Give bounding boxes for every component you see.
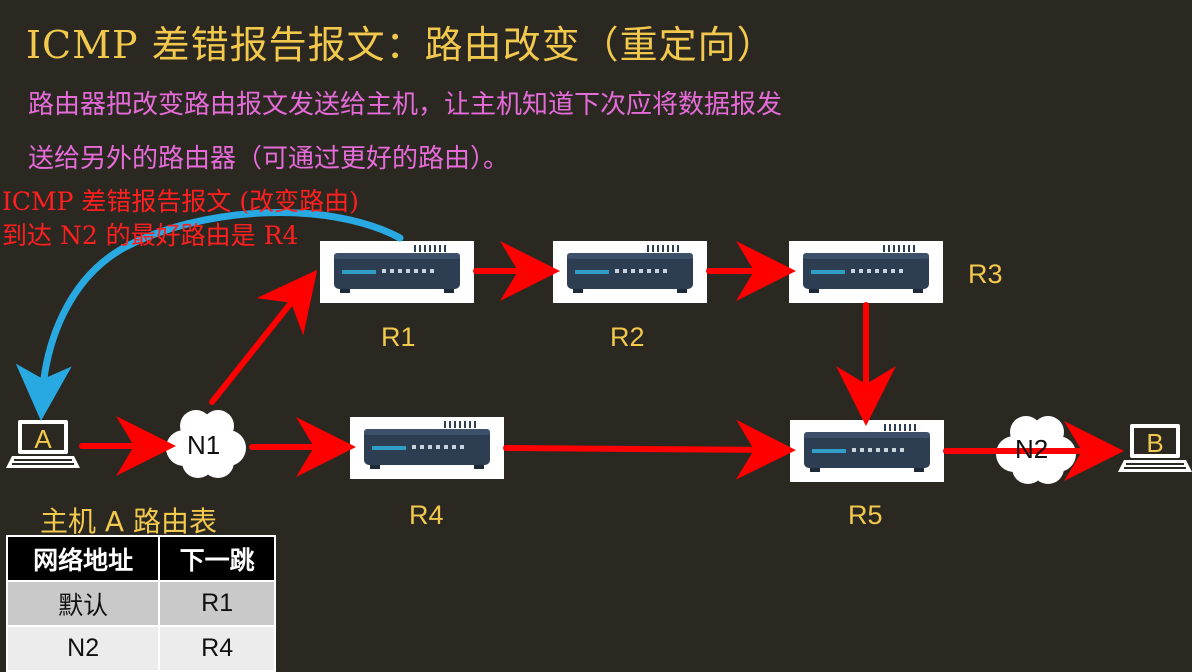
router-r3 (789, 241, 943, 303)
label-r3: R3 (968, 259, 1003, 289)
label-r4: R4 (409, 500, 444, 530)
label-r5: R5 (848, 500, 883, 530)
label-r1: R1 (381, 322, 416, 352)
label-n1: N1 (187, 430, 221, 460)
label-host-a: A (34, 424, 52, 454)
page-title: ICMP 差错报告报文：路由改变（重定向） (26, 23, 776, 67)
label-host-b: B (1146, 428, 1164, 458)
icmp-note-line-1: ICMP 差错报告报文 (改变路由) (2, 187, 359, 216)
description-line-2: 送给另外的路由器（可通过更好的路由）。 (28, 144, 510, 174)
table-cell: R4 (158, 625, 276, 672)
redirect-arrow (15, 209, 404, 421)
arrow-r4-r5 (503, 419, 796, 480)
routing-table: 网络地址 下一跳 默认 R1 N2 R4 (5, 535, 276, 672)
router-r1 (320, 241, 474, 303)
table-header-network: 网络地址 (5, 535, 161, 582)
icmp-note-line-2: 到达 N2 的最好路由是 R4 (2, 221, 299, 250)
routing-table-caption: 主机 A 路由表 (40, 505, 217, 538)
table-cell: 默认 (5, 580, 161, 627)
table-cell: N2 (5, 625, 161, 672)
router-r5 (790, 420, 944, 482)
label-r2: R2 (610, 322, 645, 352)
router-r2 (553, 241, 707, 303)
arrow-n1-r1 (209, 269, 318, 405)
table-row: N2 R4 (5, 625, 276, 672)
router-r4 (350, 417, 504, 479)
table-cell: R1 (158, 580, 276, 627)
description-line-1: 路由器把改变路由报文发送给主机，让主机知道下次应将数据报发 (28, 90, 783, 120)
label-n2: N2 (1015, 434, 1049, 464)
table-header-next-hop: 下一跳 (158, 535, 276, 582)
table-row: 默认 R1 (5, 580, 276, 627)
